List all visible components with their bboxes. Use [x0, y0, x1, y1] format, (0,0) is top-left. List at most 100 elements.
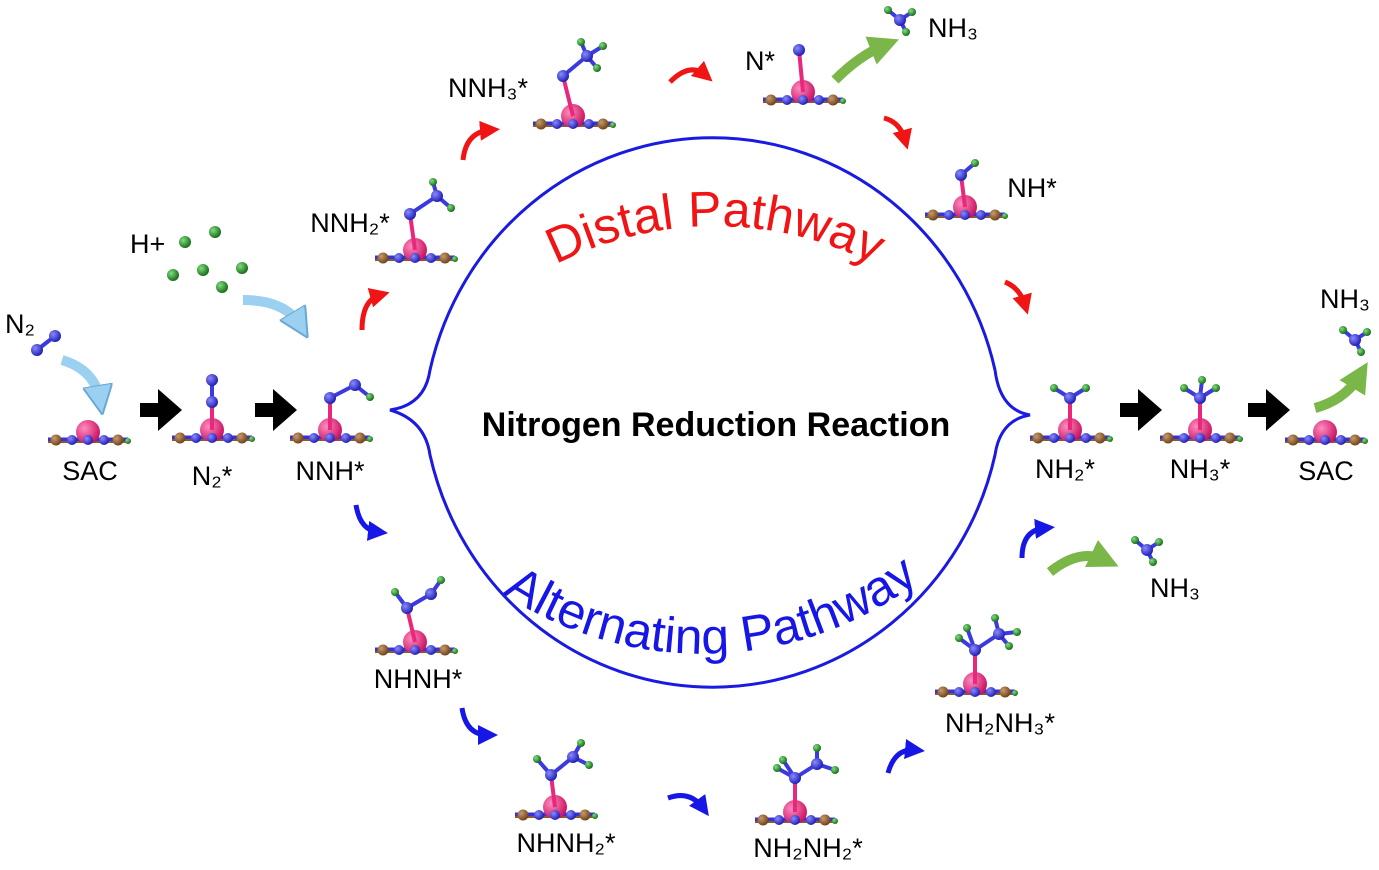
- nitrogen-atom: [404, 208, 416, 220]
- carbon-atom: [827, 94, 839, 106]
- bond: [561, 75, 575, 117]
- hydrogen-atom: [955, 634, 963, 642]
- hydrogen-atom: [585, 761, 593, 769]
- nitrogen-atom: [49, 330, 61, 342]
- nitrogen-atom: [31, 344, 43, 356]
- hydrogen-atom: [971, 159, 979, 167]
- product-nh3-alternating: NH₃: [1150, 573, 1200, 603]
- hydrogen-atom: [1005, 642, 1013, 650]
- nitrogen-atom: [954, 687, 964, 697]
- proton-dot: [216, 281, 228, 293]
- nitrogen-atom: [814, 95, 824, 105]
- hydrogen-atom: [1149, 558, 1157, 566]
- nitrogen-atom: [426, 645, 436, 655]
- hydrogen-atom: [1155, 538, 1163, 546]
- nitrogen-atom: [774, 815, 784, 825]
- carbon-atom: [765, 94, 777, 106]
- nitrogen-atom: [325, 433, 335, 443]
- hydrogen-atom: [437, 576, 445, 584]
- species-nhnh2: NHNH₂*: [517, 828, 616, 858]
- hydrogen-atom: [831, 766, 839, 774]
- species-nh3: NH₃*: [1170, 454, 1231, 484]
- nitrogen-atom: [789, 772, 801, 784]
- nitrogen-atom: [782, 95, 792, 105]
- hydrogen-atom: [1012, 690, 1018, 696]
- nitrogen-atom: [568, 119, 578, 129]
- alternating-pathway-label: Alternating Pathway: [497, 544, 926, 665]
- nitrogen-atom: [431, 190, 443, 202]
- species-nh: NH*: [1007, 173, 1057, 203]
- hydrogen-atom: [1002, 213, 1008, 219]
- hydrogen-atom: [1363, 328, 1371, 336]
- species-nhnh: NHNH*: [374, 664, 463, 694]
- nitrogen-atom: [811, 758, 823, 770]
- nitrogen-atom: [1065, 433, 1075, 443]
- carbon-atom: [927, 209, 939, 221]
- carbon-atom: [579, 809, 591, 821]
- carbon-atom: [236, 432, 248, 444]
- hydrogen-atom: [577, 38, 585, 46]
- carbon-atom: [597, 118, 609, 130]
- hydrogen-atom: [1237, 436, 1243, 442]
- hydrogen-atom: [779, 756, 787, 764]
- bond: [797, 49, 805, 93]
- species-nnh: NNH*: [295, 456, 364, 486]
- forward-step-arrow: [1120, 389, 1162, 431]
- product-nh3-distal: NH₃: [928, 13, 978, 43]
- nitrogen-atom: [1336, 435, 1346, 445]
- distal-step-arrow: [668, 60, 713, 84]
- species-n2: N₂*: [192, 461, 233, 491]
- nitrogen-atom: [550, 810, 560, 820]
- hydrogen-atom: [991, 614, 999, 622]
- species-nh2nh3: NH₂NH₃*: [945, 708, 1055, 738]
- free-nh3-final: [1339, 326, 1371, 356]
- metal-atom: [76, 420, 100, 444]
- alternating-step-arrow: [885, 739, 925, 774]
- proton-dot: [197, 264, 209, 276]
- carbon-atom: [377, 644, 389, 656]
- carbon-atom: [377, 252, 389, 264]
- nh2-star-molecule: [1030, 384, 1113, 444]
- distal-step-arrow: [883, 115, 912, 150]
- hydrogen-atom: [533, 755, 541, 763]
- nitrogen-atom: [1179, 433, 1189, 443]
- carbon-atom: [354, 432, 366, 444]
- carbon-atom: [989, 209, 1001, 221]
- proton-dot: [179, 236, 191, 248]
- nitrogen-atom: [207, 433, 217, 443]
- nitrogen-atom: [401, 602, 413, 614]
- release-arrow: [1046, 539, 1119, 576]
- carbon-atom: [174, 432, 186, 444]
- free-n2: [31, 330, 61, 356]
- nitrogen-atom: [1195, 433, 1205, 443]
- carbon-atom: [1224, 432, 1236, 444]
- reactant-n2-label: N₂: [5, 309, 35, 339]
- hydrogen-atom: [249, 436, 255, 442]
- species-nh2: NH₂*: [1035, 454, 1095, 484]
- hydrogen-atom: [577, 739, 585, 747]
- species-nnh2: NNH₂*: [310, 208, 390, 238]
- species-sac-end: SAC: [1298, 456, 1354, 486]
- hydrogen-atom: [1339, 326, 1347, 334]
- hydrogen-atom: [840, 98, 846, 104]
- nitrogen-atom: [394, 645, 404, 655]
- nitrogen-atom: [1049, 433, 1059, 443]
- proton-dot: [167, 269, 179, 281]
- hydrogen-atom: [1050, 384, 1058, 392]
- nh-star-molecule: [925, 159, 1008, 221]
- nitrogen-atom: [545, 769, 557, 781]
- hydrogen-atom: [963, 624, 971, 632]
- hydrogen-atom: [1131, 536, 1139, 544]
- nh3-star-molecule: [1160, 376, 1243, 444]
- nitrogen-atom: [798, 95, 808, 105]
- diagram-title: Nitrogen Reduction Reaction: [482, 406, 950, 444]
- nitrogen-atom: [970, 687, 980, 697]
- carbon-atom: [1094, 432, 1106, 444]
- hydrogen-atom: [1180, 384, 1188, 392]
- nitrogen-atom: [960, 210, 970, 220]
- hydrogen-atom: [902, 28, 910, 36]
- sac-start-molecule: [48, 420, 131, 446]
- nitrogen-atom: [1349, 334, 1361, 346]
- carbon-atom: [1032, 432, 1044, 444]
- release-arrow: [1313, 362, 1368, 413]
